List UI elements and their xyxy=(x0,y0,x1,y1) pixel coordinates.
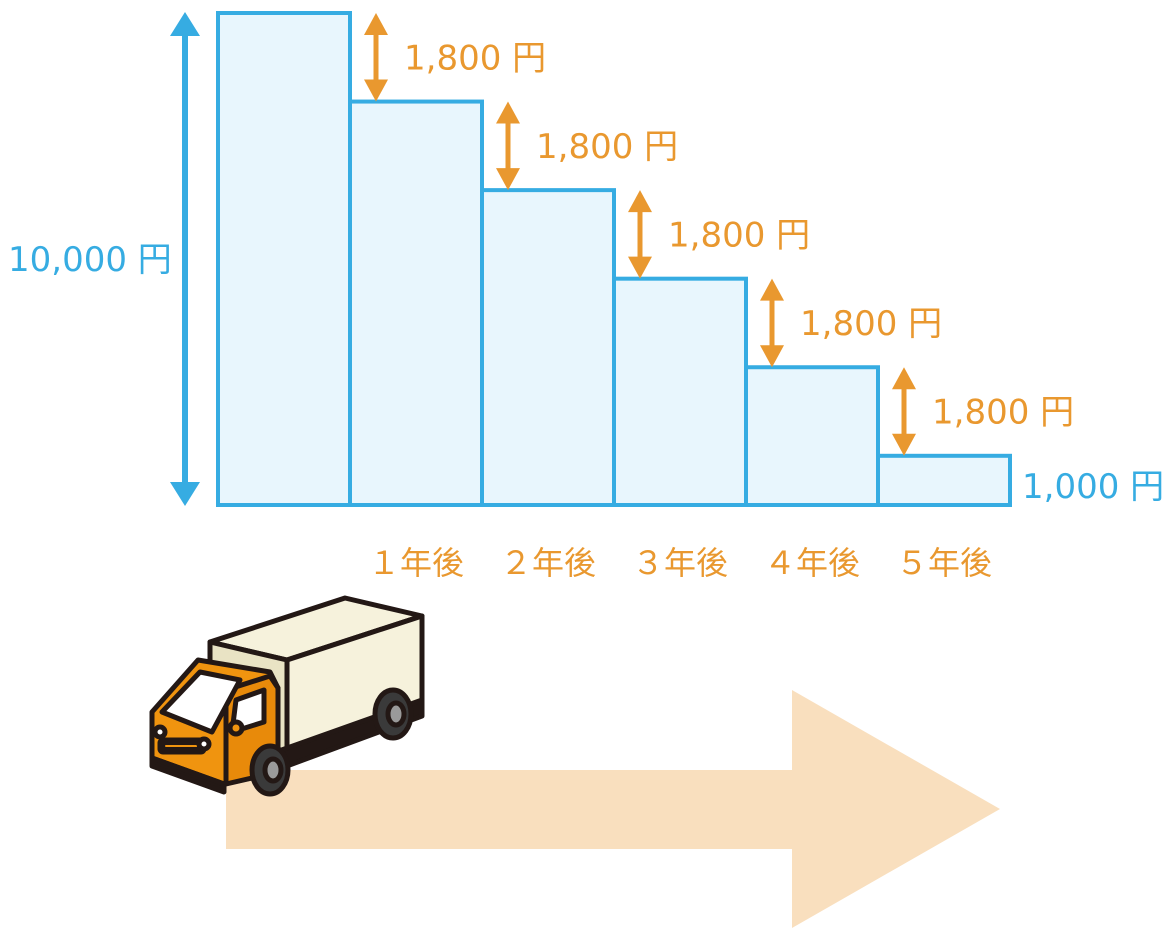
step-arrow-2 xyxy=(496,101,520,191)
bar-1 xyxy=(348,99,484,507)
end-value-label: 1,000 円 xyxy=(1022,467,1164,507)
x-tick-label-4: ４年後 xyxy=(764,544,860,582)
step-label-3: 1,800 円 xyxy=(668,215,810,255)
right-arrow-icon xyxy=(226,690,1000,928)
step-label-5: 1,800 円 xyxy=(932,393,1074,433)
x-tick-label-3: ３年後 xyxy=(632,544,728,582)
step-arrow-5 xyxy=(892,367,916,456)
bar-2 xyxy=(480,188,616,507)
x-tick-label-1: １年後 xyxy=(368,544,464,582)
bar-3 xyxy=(612,276,748,507)
bar-5 xyxy=(876,453,1012,507)
total-height-double-arrow xyxy=(170,12,200,506)
x-tick-label-5: ５年後 xyxy=(896,544,992,582)
step-arrow-1 xyxy=(364,13,388,102)
bar-4 xyxy=(744,365,880,507)
step-arrow-4 xyxy=(760,278,784,368)
step-arrow-3 xyxy=(628,190,652,279)
x-tick-label-2: ２年後 xyxy=(500,544,596,582)
step-label-1: 1,800 円 xyxy=(404,38,546,78)
start-value-label: 10,000 円 xyxy=(8,240,172,280)
delivery-truck-icon xyxy=(149,595,425,797)
step-label-2: 1,800 円 xyxy=(536,127,678,167)
bar-0 xyxy=(216,11,352,507)
step-label-4: 1,800 円 xyxy=(800,304,942,344)
